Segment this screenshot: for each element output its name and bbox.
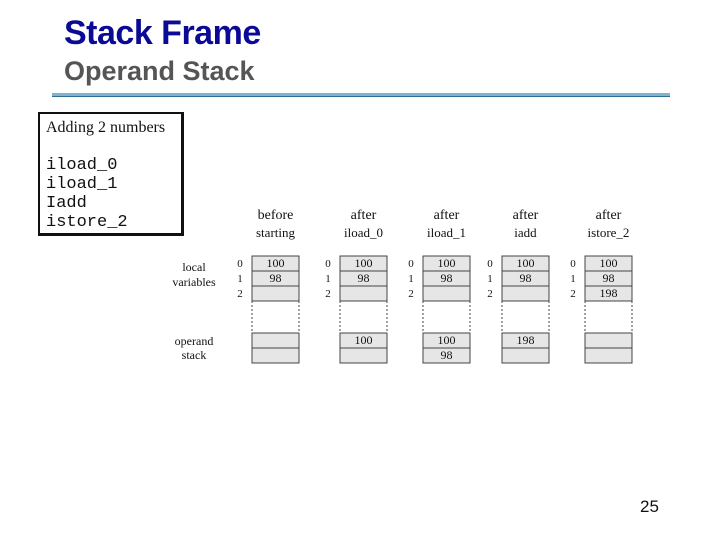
column-header: after (351, 208, 377, 223)
column-header: after (596, 208, 622, 223)
slot-index: 2 (237, 288, 243, 300)
local-variable-value: 100 (438, 256, 456, 270)
local-variable-cell (501, 285, 550, 302)
code-line: Iadd (46, 194, 87, 213)
code-box: Adding 2 numbers iload_0 iload_1 Iadd is… (38, 112, 184, 236)
operand-stack-cell (251, 347, 300, 364)
local-variable-value: 98 (358, 271, 370, 285)
local-variable-value: 198 (600, 286, 618, 300)
slot-index: 1 (487, 273, 493, 285)
local-variables-label: variables (172, 275, 216, 289)
title-rule (52, 93, 670, 97)
column-header: after (513, 208, 539, 223)
local-variable-value: 100 (355, 256, 373, 270)
code-line: iload_0 (46, 156, 118, 175)
slot-index: 1 (570, 273, 576, 285)
local-variable-cell (422, 285, 471, 302)
column-header: after (434, 208, 460, 223)
local-variable-value: 100 (517, 256, 535, 270)
local-variable-value: 100 (600, 256, 618, 270)
slot-index: 2 (487, 288, 493, 300)
slide-number: 25 (640, 497, 659, 516)
operand-stack-cell (339, 347, 388, 364)
operand-stack-value: 100 (438, 333, 456, 347)
local-variable-value: 98 (520, 271, 532, 285)
local-variable-value: 100 (267, 256, 285, 270)
code-box-heading: Adding 2 numbers (46, 119, 166, 136)
column-header: iload_0 (344, 225, 383, 240)
slot-index: 1 (237, 273, 243, 285)
operand-stack-cell (251, 332, 300, 349)
slot-index: 0 (237, 258, 243, 270)
slot-index: 0 (408, 258, 414, 270)
column-header: before (258, 208, 294, 223)
code-line: istore_2 (46, 213, 128, 232)
operand-stack-cell (422, 347, 471, 364)
column-header: istore_2 (588, 225, 630, 240)
operand-stack-value: 98 (441, 348, 453, 362)
slot-index: 2 (408, 288, 414, 300)
local-variable-cell (339, 285, 388, 302)
column-header: starting (256, 225, 295, 240)
operand-stack-value: 100 (355, 333, 373, 347)
operand-stack-value: 198 (517, 333, 535, 347)
code-line: iload_1 (46, 175, 118, 194)
slot-index: 1 (325, 273, 331, 285)
operand-stack-cell (584, 347, 633, 364)
slot-index: 0 (487, 258, 493, 270)
local-variable-cell (584, 285, 633, 302)
operand-stack-label: stack (182, 348, 207, 362)
operand-stack-label: operand (175, 334, 214, 348)
column-header: iadd (514, 225, 537, 240)
slot-index: 2 (325, 288, 331, 300)
slide-subtitle: Operand Stack (64, 56, 255, 86)
operand-stack-cell (584, 332, 633, 349)
local-variable-cell (251, 285, 300, 302)
column-header: iload_1 (427, 225, 466, 240)
local-variable-value: 98 (441, 271, 453, 285)
slot-index: 1 (408, 273, 414, 285)
slide-title: Stack Frame (64, 14, 261, 52)
slot-index: 0 (325, 258, 331, 270)
local-variable-value: 98 (270, 271, 282, 285)
local-variables-label: local (182, 260, 206, 274)
slot-index: 2 (570, 288, 576, 300)
local-variable-value: 98 (603, 271, 615, 285)
operand-stack-cell (501, 347, 550, 364)
slot-index: 0 (570, 258, 576, 270)
